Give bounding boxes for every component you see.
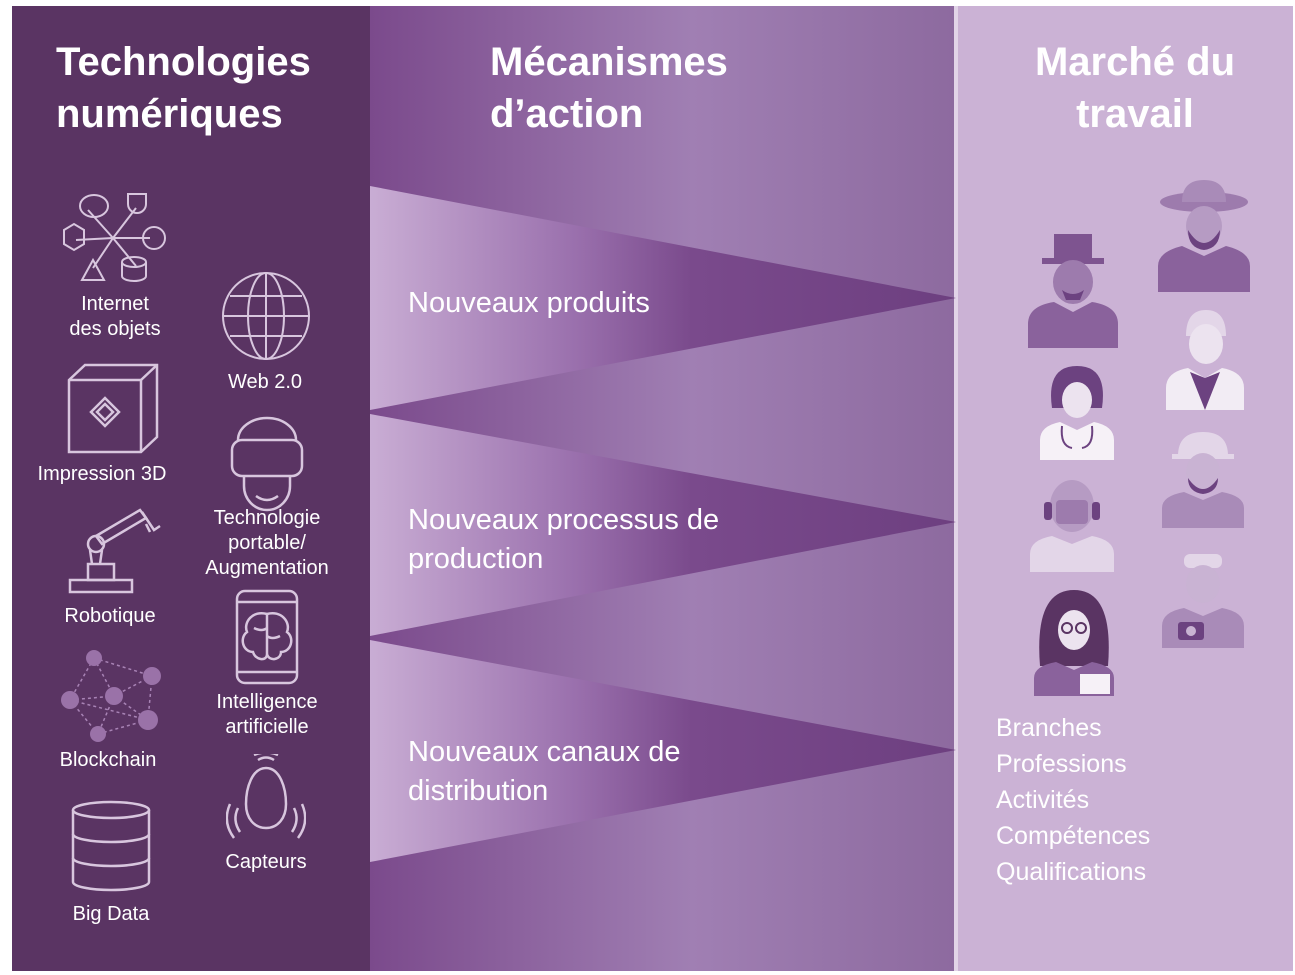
mechanism-new-production-processes: Nouveaux processus de production [408,504,720,575]
cube-icon [67,363,159,454]
sensors-label: Capteurs [225,851,307,873]
market-title-line1: Marché du [1034,40,1236,84]
worker-scientist-avatar [1034,590,1114,696]
market-item-professions: Professions [996,750,1127,778]
mechanisms-title-line2: d’action [490,92,644,136]
mechanism-wedge-2 [370,414,956,636]
mechanisms-title-line1: Mécanismes [490,40,728,84]
technologies-title-line1: Technologies [56,40,311,84]
web-label: Web 2.0 [227,371,303,393]
worker-builder-avatar [1162,432,1244,528]
mechanism-new-products: Nouveaux produits [408,287,650,319]
market-title-line2: travail [1076,92,1194,136]
database-icon [71,800,151,892]
market-title: Marché du travail [985,36,1285,140]
worker-factory-avatar [1030,480,1114,572]
market-item-qualifications: Qualifications [996,858,1147,886]
brain-phone-icon [235,589,299,685]
worker-farmer-avatar [1158,180,1250,292]
market-item-branches: Branches [996,714,1102,742]
worker-top-hat-avatar [1028,234,1118,348]
mechanism-wedge-1 [370,186,956,410]
left-panel [12,6,370,971]
market-item-activities: Activités [996,786,1090,814]
sensor-icon [226,754,306,839]
mechanisms-title: Mécanismes d’action [490,36,728,140]
market-item-skills: Compétences [996,822,1151,850]
network-icon [61,650,161,742]
vr-headset-icon [230,416,304,512]
robot-arm-icon [68,508,161,594]
technologies-title-line2: numériques [56,92,283,136]
globe-icon [222,272,310,360]
worker-waiter-avatar [1166,310,1244,410]
ai-label: Intelligence artificielle [216,691,318,738]
bigdata-label: Big Data [72,903,150,925]
print3d-label: Impression 3D [37,463,167,485]
mechanism-wedge-3 [370,640,956,862]
market-dimensions-list: Branches Professions Activités Compétenc… [996,710,1150,890]
robot-label: Robotique [64,605,156,627]
technologies-title: Technologies numériques [56,36,311,140]
iot-label: Internet des objets [69,293,161,340]
worker-doctor-avatar [1040,366,1114,460]
worker-photographer-avatar [1162,554,1244,648]
right-panel [956,6,1293,971]
mechanism-new-distribution-channels: Nouveaux canaux de distribution [408,736,681,807]
iot-icon [63,193,166,282]
wearable-label: Technologie portable/ Augmentation [205,507,329,579]
blockchain-label: Blockchain [59,749,157,771]
